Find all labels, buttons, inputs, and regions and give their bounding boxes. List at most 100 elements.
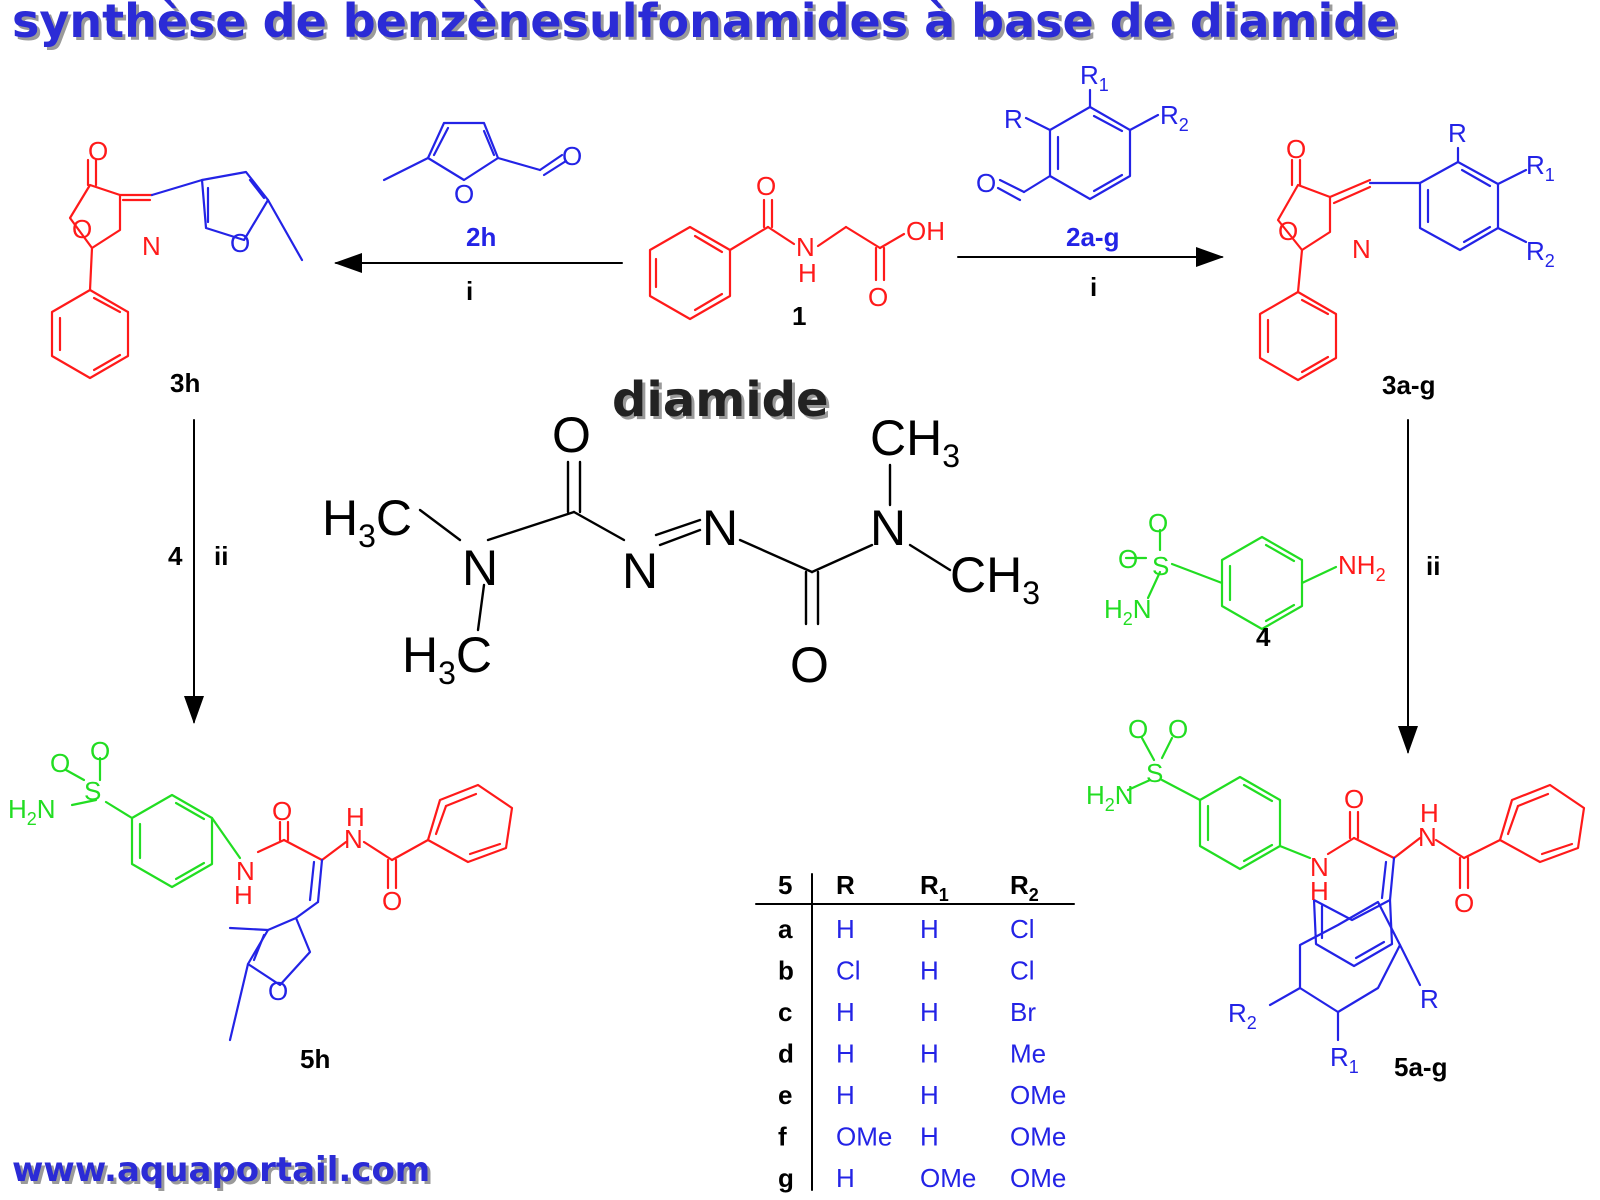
atom-o: O bbox=[1344, 784, 1364, 814]
atom-h2n: H2N bbox=[1104, 594, 1152, 629]
table-cell-r: H bbox=[836, 1163, 855, 1193]
atom-o: O bbox=[1454, 888, 1474, 918]
atom-o: O bbox=[1168, 714, 1188, 744]
table-cell-r1: H bbox=[920, 956, 939, 986]
atom-n: N bbox=[236, 856, 255, 886]
atom-o: O bbox=[868, 282, 888, 312]
table-cell-id: b bbox=[778, 956, 794, 986]
atom-o: O bbox=[1128, 714, 1148, 744]
atom-n: N bbox=[1310, 852, 1329, 882]
table-cell-r2: Cl bbox=[1010, 914, 1035, 944]
atom-h2n: H2N bbox=[1086, 780, 1134, 815]
atom-h: H bbox=[798, 258, 817, 288]
atom-o: O bbox=[272, 796, 292, 826]
atom-o: O bbox=[552, 407, 591, 463]
label-3h: 3h bbox=[170, 368, 200, 398]
atom-o: O bbox=[756, 171, 776, 201]
atom-r2: R2 bbox=[1228, 998, 1257, 1033]
atom-n: N bbox=[622, 543, 658, 599]
table-cell-r2: OMe bbox=[1010, 1163, 1066, 1193]
compound-1: O N H OH O 1 bbox=[648, 171, 945, 331]
compound-2a-g: R R1 R2 O 2a-g bbox=[976, 60, 1189, 252]
atom-ch3: CH3 bbox=[870, 410, 960, 474]
table-cell-id: g bbox=[778, 1163, 794, 1193]
atom-r2: R2 bbox=[1160, 100, 1189, 135]
table-cell-id: c bbox=[778, 997, 792, 1027]
label-5h: 5h bbox=[300, 1044, 330, 1074]
diamide-label: diamide bbox=[612, 372, 829, 428]
table-header-r1: R1 bbox=[920, 870, 949, 905]
table-cell-r1: H bbox=[920, 914, 939, 944]
footer-url[interactable]: www.aquaportail.com bbox=[12, 1150, 431, 1190]
label-1: 1 bbox=[792, 301, 806, 331]
table-cell-r2: Br bbox=[1010, 997, 1036, 1027]
table-cell-id: e bbox=[778, 1080, 792, 1110]
table-cell-id: f bbox=[778, 1122, 787, 1152]
label-2h: 2h bbox=[466, 222, 496, 252]
table-cell-r: H bbox=[836, 914, 855, 944]
table-cell-r2: Me bbox=[1010, 1039, 1046, 1069]
reagent-i-left: i bbox=[466, 276, 473, 306]
atom-oh: OH bbox=[906, 216, 945, 246]
atom-r1: R1 bbox=[1330, 1042, 1359, 1077]
table-cell-r1: OMe bbox=[920, 1163, 976, 1193]
label-5a-g: 5a-g bbox=[1394, 1052, 1447, 1082]
reagent-ii-left: ii bbox=[214, 541, 228, 571]
atom-o: O bbox=[72, 214, 92, 244]
atom-o: O bbox=[88, 136, 108, 166]
reagent-4-left: 4 bbox=[168, 541, 183, 571]
label-4: 4 bbox=[1256, 622, 1271, 652]
atom-n: N bbox=[462, 540, 498, 596]
atom-s: S bbox=[84, 776, 101, 806]
atom-o: O bbox=[562, 141, 582, 171]
atom-o: O bbox=[90, 736, 110, 766]
atom-s: S bbox=[1152, 551, 1169, 581]
atom-r1: R1 bbox=[1080, 60, 1109, 95]
table-cell-r: H bbox=[836, 1039, 855, 1069]
table-cell-r1: H bbox=[920, 1039, 939, 1069]
atom-h3c: H3C bbox=[402, 627, 492, 691]
compound-2h: O O 2h bbox=[382, 121, 582, 252]
atom-s: S bbox=[1146, 758, 1163, 788]
atom-o: O bbox=[454, 179, 474, 209]
compound-diamide: O H3C N H3C N N O N CH3 CH3 bbox=[322, 407, 1040, 693]
atom-r2: R2 bbox=[1526, 236, 1555, 271]
atom-o: O bbox=[790, 637, 829, 693]
atom-o: O bbox=[976, 168, 996, 198]
atom-n: N bbox=[702, 500, 738, 556]
page-title: synthèse de benzènesulfonamides à base d… bbox=[12, 0, 1398, 48]
reagent-ii-right: ii bbox=[1426, 551, 1440, 581]
table-cell-r: H bbox=[836, 1080, 855, 1110]
atom-h: H bbox=[346, 802, 365, 832]
atom-nh2: NH2 bbox=[1338, 550, 1386, 585]
atom-o: O bbox=[50, 748, 70, 778]
atom-o: O bbox=[1286, 134, 1306, 164]
atom-o: O bbox=[382, 886, 402, 916]
table-cell-r1: H bbox=[920, 1122, 939, 1152]
label-3a-g: 3a-g bbox=[1382, 370, 1435, 400]
atom-h3c: H3C bbox=[322, 490, 412, 554]
atom-n: N bbox=[870, 500, 906, 556]
atom-r: R bbox=[1004, 104, 1023, 134]
atom-n: N bbox=[1352, 234, 1371, 264]
table-header-r: R bbox=[836, 870, 855, 900]
compound-5h: O O S H2N N H O N H O O 5h bbox=[8, 736, 514, 1074]
label-2a-g: 2a-g bbox=[1066, 222, 1119, 252]
atom-n: N bbox=[344, 824, 363, 854]
table-header-5: 5 bbox=[778, 870, 792, 900]
atom-o: O bbox=[1148, 508, 1168, 538]
table-cell-r: H bbox=[836, 997, 855, 1027]
atom-n: N bbox=[142, 231, 161, 261]
table-cell-r1: H bbox=[920, 1080, 939, 1110]
atom-o: O bbox=[1118, 544, 1138, 574]
atom-h: H bbox=[234, 880, 253, 910]
table-cell-id: d bbox=[778, 1039, 794, 1069]
atom-h: H bbox=[1420, 798, 1439, 828]
atom-n: N bbox=[1418, 822, 1437, 852]
atom-r1: R1 bbox=[1526, 150, 1555, 185]
compound-3a-g: O O N R R1 R2 3a-g bbox=[1258, 118, 1555, 400]
atom-r: R bbox=[1448, 118, 1467, 148]
